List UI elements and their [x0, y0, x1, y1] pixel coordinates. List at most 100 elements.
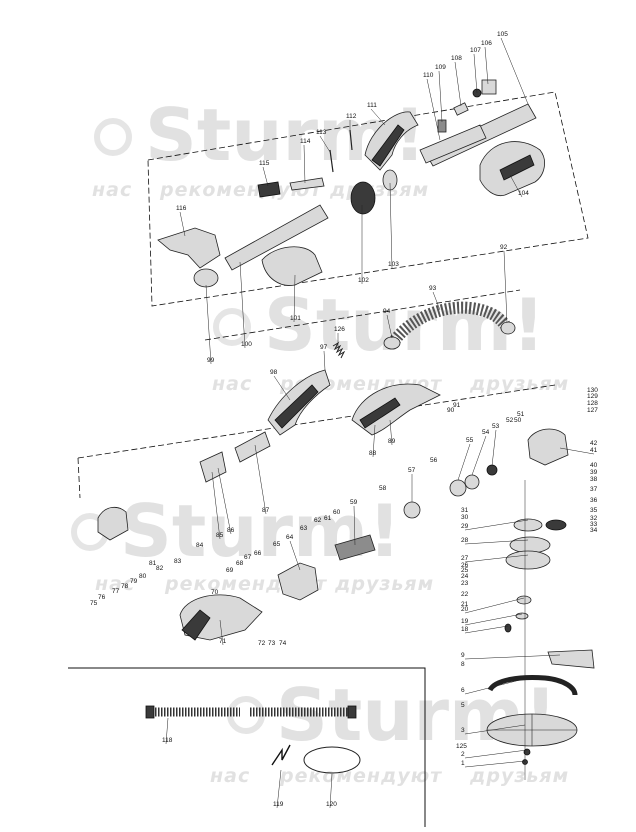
part-label-58: 58: [379, 485, 387, 492]
part-label-128: 128: [587, 400, 598, 407]
part-label-56: 56: [430, 457, 438, 464]
cable-guard-114: [289, 177, 325, 191]
ring-53: [486, 464, 498, 476]
leader-6: [464, 679, 521, 695]
part-label-126: 126: [334, 326, 345, 333]
upper-tube-assembly: [157, 79, 545, 288]
part-label-89: 89: [388, 438, 396, 445]
part-label-119: 119: [273, 801, 284, 808]
accessory-box-border: [68, 667, 426, 827]
hose-end-94: [383, 336, 401, 350]
part-label-90: 90: [447, 407, 455, 414]
part-label-71: 71: [219, 638, 227, 645]
part-label-55: 55: [466, 437, 474, 444]
bearing-57: [403, 501, 421, 519]
accessory-box: [68, 667, 426, 827]
part-label-92: 92: [500, 244, 508, 251]
watermark-slogan-4b: рекомендуют: [279, 765, 442, 787]
part-label-74: 74: [279, 640, 287, 647]
clamp-101: [261, 246, 323, 286]
part-label-76: 76: [98, 594, 106, 601]
part-label-82: 82: [156, 565, 164, 572]
part-label-94: 94: [383, 308, 391, 315]
watermark-slogan-1a: нас: [92, 179, 132, 201]
part-label-29: 29: [461, 523, 469, 530]
part-label-36: 36: [590, 497, 598, 504]
screw-112: [349, 129, 353, 151]
part-label-6: 6: [461, 687, 465, 694]
leader-55: [457, 443, 471, 481]
watermark-slogan-3a: нас: [95, 573, 135, 595]
watermark-brand-3: Sturm!: [120, 489, 401, 573]
bearing-35: [545, 519, 567, 531]
ring-92: [500, 321, 516, 335]
part-label-30: 30: [461, 514, 469, 521]
leader-92: [503, 250, 508, 324]
leader-114: [303, 144, 306, 184]
leader-20: [464, 597, 525, 614]
part-label-87: 87: [262, 507, 270, 514]
part-label-32: 32: [590, 515, 598, 522]
leader-104: [509, 174, 523, 198]
part-label-38: 38: [590, 476, 598, 483]
washer-20: [516, 595, 532, 605]
coupling-102: [350, 181, 376, 215]
handle-grip-98: [274, 384, 319, 429]
part-106: [481, 79, 497, 95]
leader-100: [239, 261, 246, 349]
tube-87: [234, 431, 271, 463]
watermark-group: Sturm! нас рекомендуют друзьям Sturm! на…: [71, 93, 569, 787]
part-label-97: 97: [320, 344, 328, 351]
part-label-67: 67: [244, 554, 252, 561]
part-label-27: 27: [461, 555, 469, 562]
part-label-111: 111: [367, 102, 377, 109]
part-label-101: 101: [290, 315, 301, 322]
part-label-69: 69: [226, 567, 234, 574]
middle-group-top-line: [204, 289, 521, 341]
leader-53: [491, 429, 497, 467]
part-label-105: 105: [497, 31, 508, 38]
part-label-84: 84: [196, 542, 204, 549]
leader-107: [473, 53, 478, 94]
part-label-3: 3: [461, 727, 465, 734]
bracket-116: [157, 227, 221, 269]
leader-119: [276, 769, 282, 809]
part-label-66: 66: [254, 550, 262, 557]
part-label-61: 61: [324, 515, 332, 522]
leader-27: [464, 554, 529, 563]
leader-71: [219, 619, 224, 646]
accessory-items: [145, 705, 361, 774]
leader-106: [484, 46, 489, 85]
plug-115: [257, 181, 281, 198]
part-label-60: 60: [333, 509, 341, 516]
part-label-108: 108: [451, 55, 462, 62]
part-label-68: 68: [236, 560, 244, 567]
leader-111: [370, 108, 386, 126]
washer-19: [515, 612, 529, 620]
nut-2: [523, 748, 531, 756]
hose-cuff-118-right: [347, 705, 357, 719]
bearing-55: [449, 479, 467, 497]
part-label-86: 86: [227, 527, 235, 534]
middle-group-edge: [77, 457, 81, 499]
part-label-62: 62: [314, 517, 322, 524]
leader-108: [454, 61, 462, 107]
part-label-100: 100: [241, 341, 252, 348]
part-number-labels: 1235689181920212223242526272829303132333…: [90, 31, 598, 808]
part-label-116: 116: [176, 205, 187, 212]
part-label-127: 127: [587, 407, 598, 414]
part-label-31: 31: [461, 507, 469, 514]
part-label-33: 33: [590, 521, 598, 528]
part-label-52: 52: [506, 417, 514, 424]
part-label-120: 120: [326, 801, 337, 808]
leader-64: [289, 540, 301, 571]
switch-grip-111: [371, 124, 405, 167]
ball-18: [504, 623, 512, 633]
watermark-slogan-2c: друзьям: [469, 373, 569, 395]
part-label-75: 75: [90, 600, 98, 607]
watermark-slogan-3c: друзьям: [334, 573, 434, 595]
leader-97: [323, 350, 326, 371]
part-label-28: 28: [461, 537, 469, 544]
part-label-103: 103: [388, 261, 399, 268]
